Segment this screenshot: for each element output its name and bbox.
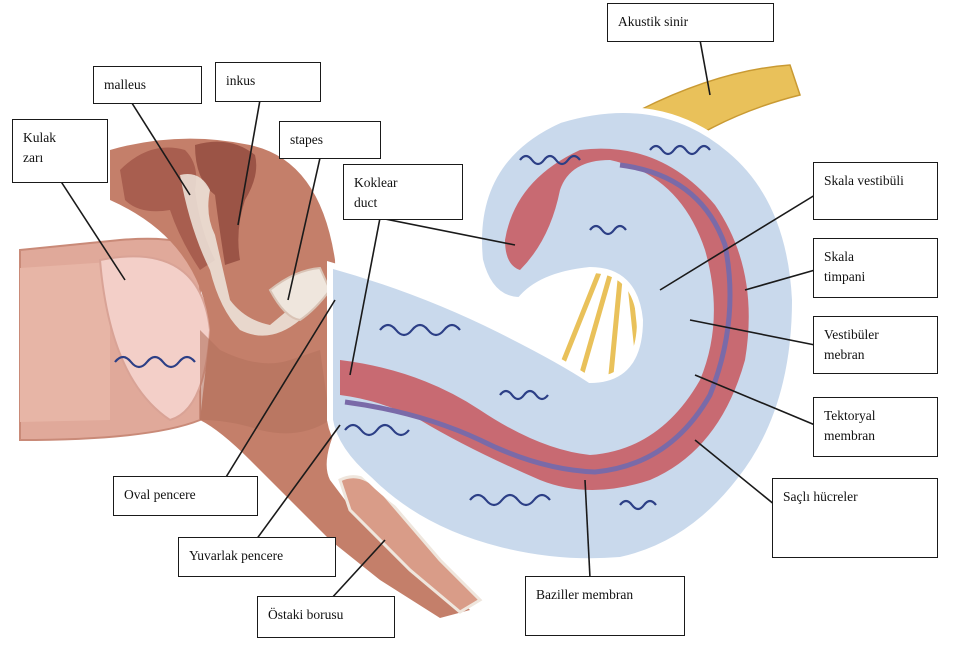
label-malleus: malleus bbox=[93, 66, 202, 104]
ear-canal-inner bbox=[20, 262, 110, 422]
label-stapes: stapes bbox=[279, 121, 381, 159]
label-oval-pencere: Oval pencere bbox=[113, 476, 258, 516]
label-skala-vestibuli: Skala vestibüli bbox=[813, 162, 938, 220]
label-sacli-hucreler: Saçlı hücreler bbox=[772, 478, 938, 558]
label-yuvarlak-pencere: Yuvarlak pencere bbox=[178, 537, 336, 577]
label-akustik-sinir: Akustik sinir bbox=[607, 3, 774, 42]
label-ostaki-borusu: Östaki borusu bbox=[257, 596, 395, 638]
label-skala-timpani: Skala timpani bbox=[813, 238, 938, 298]
label-vestibuler-membran: Vestibüler mebran bbox=[813, 316, 938, 374]
label-inkus: inkus bbox=[215, 62, 321, 102]
label-baziller-membran: Baziller membran bbox=[525, 576, 685, 636]
label-kulak-zari: Kulak zarı bbox=[12, 119, 108, 183]
label-koklear-duct: Koklear duct bbox=[343, 164, 463, 220]
label-tektoryal-membran: Tektoryal membran bbox=[813, 397, 938, 457]
